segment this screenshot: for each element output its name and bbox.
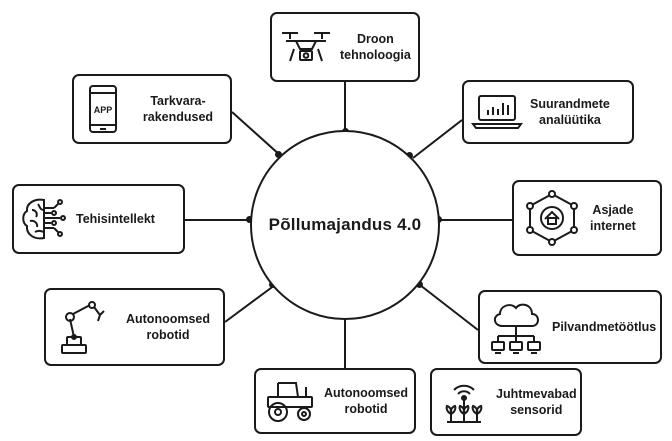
node-label: Tehisintellekt [76, 212, 155, 226]
junction-dot [416, 281, 423, 288]
iot-home-icon [514, 190, 590, 246]
node-label: Pilvandmetöötlus [552, 320, 657, 334]
connector-robot-arm [224, 284, 276, 323]
laptop-chart-icon [464, 93, 530, 131]
node-label: Tarkvara-rakendused [142, 94, 214, 124]
cloud-network-icon [480, 298, 552, 356]
phone-app-icon: APP [74, 84, 132, 134]
drone-icon [272, 27, 340, 67]
junction-dot [246, 216, 253, 223]
tractor-icon [256, 379, 324, 423]
connector-bigdata [412, 119, 463, 159]
central-hub: Põllumajandus 4.0 [250, 130, 440, 320]
robot-arm-icon [46, 297, 118, 357]
brain-circuit-icon [14, 196, 76, 242]
node-ai: Tehisintellekt [12, 184, 185, 254]
junction-dot [275, 151, 282, 158]
svg-text:APP: APP [94, 105, 113, 115]
connector-software [231, 111, 282, 157]
node-cloud: Pilvandmetöötlus [478, 290, 662, 364]
hub-title: Põllumajandus 4.0 [268, 215, 422, 234]
connector-cloud [419, 284, 479, 331]
node-software: APP Tarkvara-rakendused [72, 74, 232, 144]
wireless-sensor-icon [432, 378, 496, 426]
